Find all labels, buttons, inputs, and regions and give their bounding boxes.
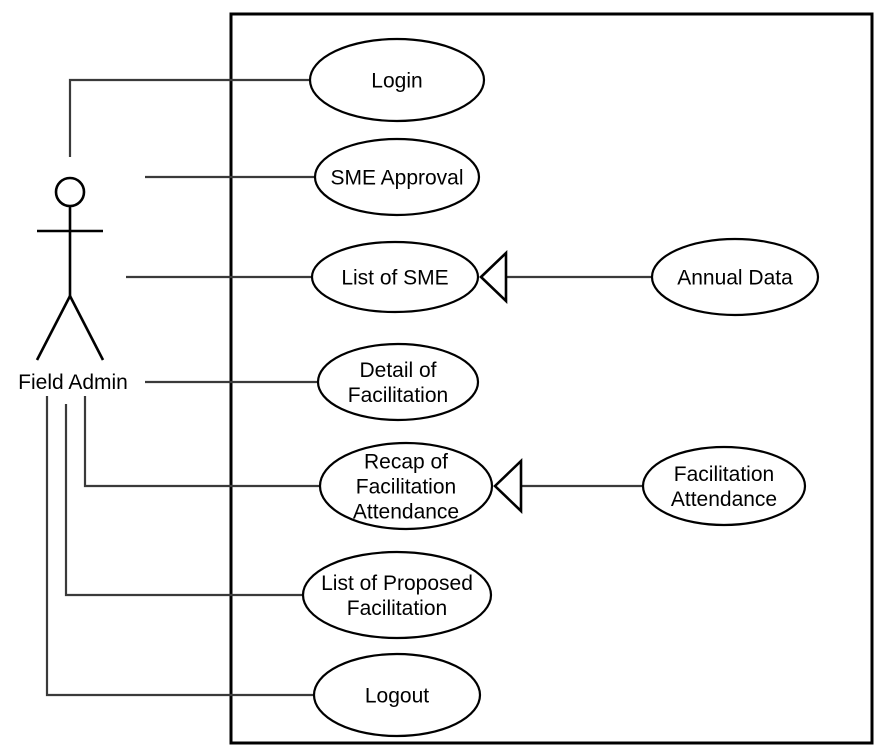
system-boundary-rect <box>229 12 874 745</box>
use-case-ellipse <box>641 445 807 527</box>
use-case-label: Attendance <box>353 501 459 524</box>
assoc-field-admin-list-proposed[interactable] <box>64 404 304 597</box>
use-case-list-of-sme[interactable]: List of SME <box>310 240 480 314</box>
use-case-label: Recap of <box>364 451 448 474</box>
use-case-label: Facilitation <box>347 597 447 620</box>
assoc-field-admin-recap[interactable] <box>83 396 321 488</box>
actor-head-icon <box>54 176 86 208</box>
use-case-ellipse <box>301 550 493 640</box>
use-case-label: SME Approval <box>330 167 463 190</box>
use-case-label: List of SME <box>341 267 448 290</box>
gen-annual-data-to-list-of-sme-arrowhead-icon <box>479 249 508 305</box>
assoc-field-admin-logout[interactable] <box>45 396 315 697</box>
use-case-annual-data[interactable]: Annual Data <box>650 237 820 317</box>
actor-right-leg-icon <box>68 295 105 361</box>
use-case-label: Facilitation <box>348 384 448 407</box>
use-case-label: List of Proposed <box>321 572 473 595</box>
use-case-ellipse <box>650 237 820 317</box>
use-case-ellipse <box>313 137 481 217</box>
gen-facilitation-attendance-to-recap-arrowhead-icon <box>493 457 523 515</box>
use-case-label: Annual Data <box>677 267 793 290</box>
use-case-ellipse <box>312 652 482 738</box>
system-boundary <box>229 12 874 745</box>
use-case-logout[interactable]: Logout <box>312 652 482 738</box>
use-case-label: Attendance <box>671 488 777 511</box>
use-case-login[interactable]: Login <box>308 37 486 123</box>
use-case-ellipse <box>316 342 480 422</box>
associations-layer <box>45 78 321 697</box>
use-case-ellipse <box>308 37 486 123</box>
use-case-ellipse <box>318 441 494 531</box>
use-case-sme-approval[interactable]: SME Approval <box>313 137 481 217</box>
actor-label: Field Admin <box>18 371 128 394</box>
use-case-label: Facilitation <box>356 476 456 499</box>
use-case-ellipse <box>310 240 480 314</box>
assoc-field-admin-login[interactable] <box>68 78 311 157</box>
actor-field-admin[interactable]: Field Admin <box>18 176 128 394</box>
actor-left-leg-icon <box>35 295 72 361</box>
use-case-label: Detail of <box>359 359 436 382</box>
use-case-label: Logout <box>365 685 429 708</box>
use-case-label: Login <box>371 70 422 93</box>
generalizations-layer <box>479 249 651 515</box>
use-case-label: Facilitation <box>674 463 774 486</box>
actors-layer: Field Admin <box>18 176 128 394</box>
